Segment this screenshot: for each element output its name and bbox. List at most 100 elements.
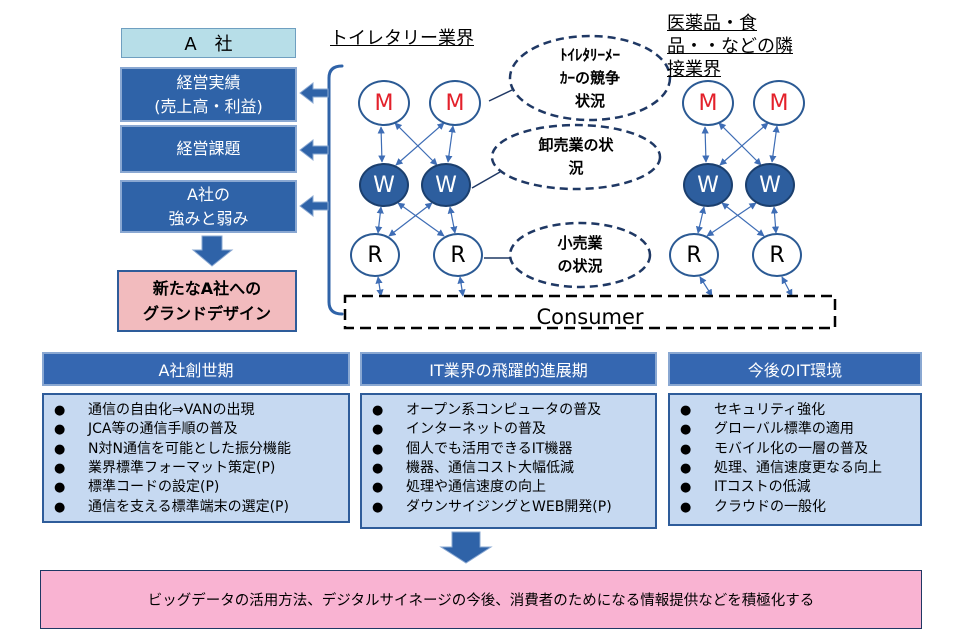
strengths-weaknesses-box: A社の 強みと弱み [120,180,297,233]
bullet-icon: ● [372,499,384,515]
era-header-founding: A社創世期 [42,352,350,386]
callout-retailer-bubble [508,221,652,289]
grand-design-box: 新たなA社への グランドデザイン [117,270,297,332]
wholesaler-node: W [359,163,409,207]
company-box: A 社 [121,28,296,58]
wholesaler-node: W [745,163,795,207]
manufacturer-node: M [682,80,734,126]
link-m1-w1 [701,126,710,163]
link-w2-r1 [388,202,433,237]
list-item: ● ダウンサイジングとWEB開発(P) [362,497,655,516]
callout-wholesaler-status: 卸売業の状 況 [538,136,614,177]
list-item: ● 機器、通信コスト大幅低減 [362,459,655,478]
link-r1-consumer [699,276,713,297]
list-item: ●グローバル標準の適用 [670,420,920,439]
list-item: ●通信の自由化⇒VANの出現 [44,401,348,420]
link-w1-r1 [375,206,384,234]
bullet-icon: ● [372,403,384,419]
list-item: ● 業界標準フォーマット策定(P) [44,459,348,478]
callout-tail [471,171,501,189]
list-item: ● 通信を支える標準端末の選定(P) [44,497,348,516]
retailer-node: R [669,233,719,277]
bullet-icon: ● [372,461,384,477]
arrow-left-icon [299,81,329,105]
bullet-icon: ● [372,480,384,496]
manufacturer-node: M [753,80,805,126]
bullet-icon: ● [54,403,66,419]
list-item-text: 標準コードの設定(P) [88,479,220,496]
list-item-text: 通信を支える標準端末の選定(P) [88,498,289,515]
list-item-text: N対N通信を可能とした振分機能 [88,440,291,457]
wholesaler-node: W [683,163,733,207]
management-issues-box: 経営課題 [120,125,297,173]
adjacent-connectors [695,122,793,297]
link-r1-consumer [375,276,384,297]
link-w1-r1 [695,206,707,234]
consumer-label: Consumer [536,305,644,329]
manufacturer-node: M [358,80,410,126]
arrow-left-icon [299,194,329,218]
link-w1-r2 [721,202,765,237]
list-item-text: セキュリティ強化 [714,402,826,419]
era-panel-it-growth: ●オープン系コンピュータの普及 ● インターネットの普及 ●個人でも活用できるIT… [360,393,657,529]
list-item: ● 処理、通信速度更なる向上 [670,459,920,478]
link-w2-r2 [447,206,458,234]
list-item: ●オープン系コンピュータの普及 [362,401,655,420]
link-m1-w1 [377,126,386,163]
consumer-frame [343,294,837,330]
list-item: ●個人でも活用できるIT機器 [362,440,655,459]
industry-bracket [327,64,344,316]
retailer-node: R [350,233,400,277]
list-item: ●標準コードの設定(P) [44,478,348,497]
list-item-text: ダウンサイジングとWEB開発(P) [406,498,612,515]
link-w1-r2 [397,202,445,237]
list-item: ●JCA等の通信手順の普及 [44,420,348,439]
era-panel-founding: ●通信の自由化⇒VANの出現 ●JCA等の通信手順の普及 ●N対N通信を可能とし… [42,393,350,523]
era-header-it-growth: IT業界の飛躍的進展期 [360,352,657,386]
list-item: ●セキュリティ強化 [670,401,920,420]
bullet-icon: ● [680,499,692,515]
list-item: ● ITコストの低減 [670,478,920,497]
link-m2-w1 [395,122,445,166]
era-header-future-it: 今後のIT環境 [668,352,922,386]
bullet-icon: ● [680,480,692,496]
wholesaler-node: W [421,163,471,207]
list-item-text: 処理、通信速度更なる向上 [714,460,882,477]
link-m1-w2 [394,122,438,166]
toiletry-connectors [375,122,466,297]
toiletry-industry-label: トイレタリー業界 [330,28,474,49]
list-item: ● 処理や通信速度の向上 [362,478,655,497]
callout-retailer-status: 小売業 の状況 [557,234,603,275]
bullet-icon: ● [680,441,692,457]
list-item-text: 処理や通信速度の向上 [406,479,546,496]
era-panel-future-it: ●セキュリティ強化 ●グローバル標準の適用 ●モバイル化の一層の普及 ●処理、通… [668,393,922,526]
bullet-icon: ● [680,422,692,438]
link-m2-w2 [769,125,780,163]
list-item-text: 機器、通信コスト大幅低減 [406,460,574,477]
list-item-text: インターネットの普及 [406,421,546,438]
management-results-box: 経営実績 (売上高・利益) [120,67,297,122]
callout-tail [488,89,513,102]
list-item: ●クラウドの一般化 [670,497,920,516]
link-m2-w1 [719,122,769,166]
arrow-left-icon [299,138,329,162]
conclusion-box: ビッグデータの活用方法、デジタルサイネージの今後、消費者のためになる情報提供など… [40,570,922,629]
link-w2-r1 [706,202,757,237]
arrow-down-icon [439,531,493,564]
callout-wholesaler-bubble [490,123,662,191]
link-r2-consumer [457,276,466,297]
bullet-icon: ● [54,461,66,477]
list-item-text: ITコストの低減 [714,479,811,496]
list-item: ●N対N通信を可能とした振分機能 [44,440,348,459]
callout-manufacturer-competition: ﾄｲﾚﾀﾘｰﾒｰ ｶｰの競争 状況 [559,45,620,110]
list-item-text: 業界標準フォーマット策定(P) [88,460,276,477]
bullet-icon: ● [54,422,66,438]
callout-manufacturer-bubble [508,34,672,122]
bullet-icon: ● [54,499,66,515]
link-m2-w2 [445,125,456,163]
manufacturer-node: M [429,80,481,126]
bullet-icon: ● [680,461,692,477]
list-item-text: モバイル化の一層の普及 [714,440,868,457]
